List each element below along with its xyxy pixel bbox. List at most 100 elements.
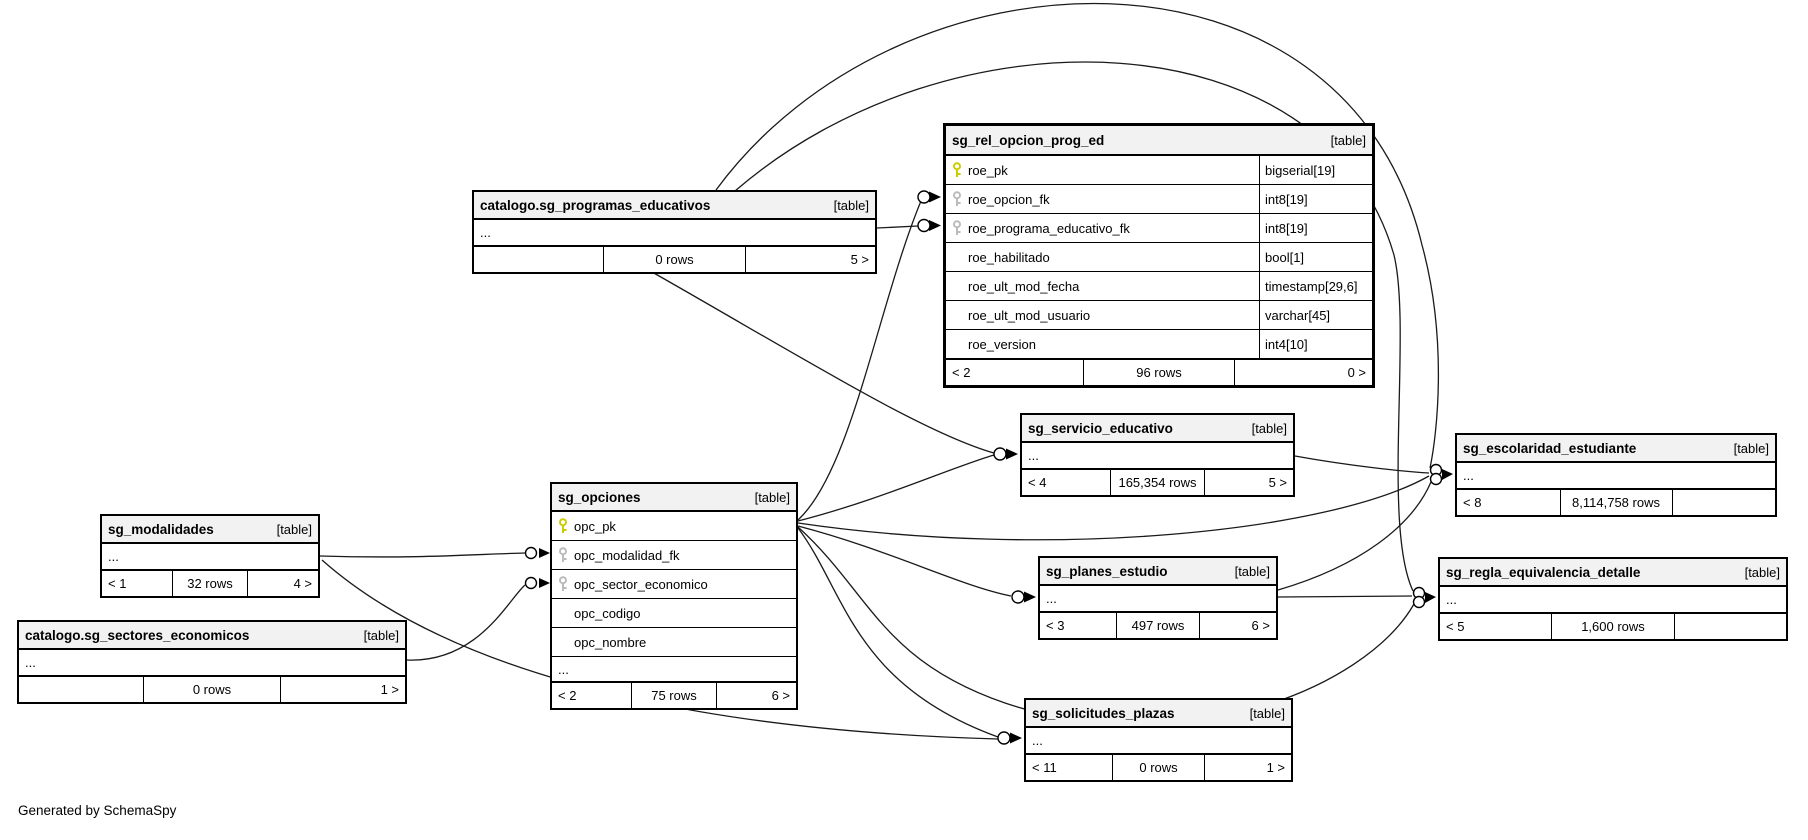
column-type: int8[19]	[1259, 185, 1372, 213]
column-type: bool[1]	[1259, 243, 1372, 271]
table-tag: [table]	[1330, 132, 1366, 148]
table-header[interactable]: sg_servicio_educativo [table]	[1022, 415, 1293, 443]
table-footer: < 8 8,114,758 rows	[1457, 489, 1775, 515]
edge-planes-to-regla	[1277, 595, 1413, 598]
edge-planes-to-escolaridad	[1277, 481, 1432, 591]
table-tag: [table]	[363, 627, 399, 643]
table-sg_regla_equivalencia_detalle[interactable]: sg_regla_equivalencia_detalle [table] ..…	[1438, 557, 1788, 641]
column-type: bigserial[19]	[1259, 156, 1372, 184]
edge-opciones-to-escolaridad	[797, 475, 1430, 541]
edge-opciones-to-servicio	[797, 454, 995, 522]
column-row: roe_version int4[10]	[946, 330, 1372, 359]
table-header[interactable]: sg_rel_opcion_prog_ed [table]	[946, 126, 1372, 156]
edge-opciones-to-rel	[797, 200, 922, 521]
table-header[interactable]: catalogo.sg_sectores_economicos [table]	[19, 622, 405, 650]
parents-count	[474, 247, 603, 272]
table-footer: < 2 75 rows 6 >	[552, 682, 796, 708]
column-row: roe_programa_educativo_fk int8[19]	[946, 214, 1372, 243]
primary-key-icon	[946, 162, 968, 178]
edge-servicio-to-escolaridad	[1294, 455, 1430, 474]
table-footer: < 5 1,600 rows	[1440, 613, 1786, 639]
table-sg_servicio_educativo[interactable]: sg_servicio_educativo [table] ... < 4 16…	[1020, 413, 1295, 497]
edge-sectores-to-opciones	[406, 584, 526, 661]
table-title[interactable]: catalogo.sg_sectores_economicos	[25, 627, 250, 643]
table-sg_planes_estudio[interactable]: sg_planes_estudio [table] ... < 3 497 ro…	[1038, 556, 1278, 640]
table-header[interactable]: sg_opciones [table]	[552, 484, 796, 512]
children-count: 6 >	[771, 688, 790, 703]
row-count: 165,354 rows	[1109, 470, 1206, 495]
table-catalogo-sg_programas_educativos[interactable]: catalogo.sg_programas_educativos [table]…	[472, 190, 877, 274]
foreign-key-icon	[552, 576, 574, 592]
column-name: roe_version	[968, 336, 1036, 352]
edge-opciones-to-solicitudes	[797, 527, 999, 738]
parents-count: < 2	[952, 365, 971, 380]
table-header[interactable]: sg_escolaridad_estudiante [table]	[1457, 435, 1775, 463]
children-count: 6 >	[1251, 618, 1270, 633]
table-title[interactable]: catalogo.sg_programas_educativos	[480, 197, 711, 213]
column-row: opc_sector_economico	[552, 570, 796, 599]
row-count: 96 rows	[1082, 360, 1236, 385]
table-header[interactable]: sg_solicitudes_plazas [table]	[1026, 700, 1291, 728]
table-title[interactable]: sg_regla_equivalencia_detalle	[1446, 564, 1641, 580]
table-tag: [table]	[1733, 440, 1769, 456]
table-header[interactable]: sg_planes_estudio [table]	[1040, 558, 1276, 586]
collapsed-columns-row: ...	[1022, 443, 1293, 469]
table-title[interactable]: sg_opciones	[558, 489, 641, 505]
table-tag: [table]	[754, 489, 790, 505]
column-row: roe_opcion_fk int8[19]	[946, 185, 1372, 214]
column-name: roe_pk	[968, 162, 1008, 178]
column-name: opc_codigo	[574, 605, 641, 621]
table-header[interactable]: catalogo.sg_programas_educativos [table]	[474, 192, 875, 220]
table-title[interactable]: sg_escolaridad_estudiante	[1463, 440, 1637, 456]
collapsed-columns-row: ...	[19, 650, 405, 676]
connector-servicio-dots	[993, 447, 1018, 461]
column-type: int4[10]	[1259, 330, 1372, 358]
row-count: 32 rows	[172, 571, 248, 596]
table-footer: < 2 96 rows 0 >	[946, 359, 1372, 385]
generated-by-note: Generated by SchemaSpy	[18, 803, 177, 818]
column-row: opc_modalidad_fk	[552, 541, 796, 570]
table-tag: [table]	[276, 521, 312, 537]
table-sg_opciones[interactable]: sg_opciones [table] opc_pk opc_modalidad…	[550, 482, 798, 710]
column-name: roe_ult_mod_fecha	[968, 278, 1080, 294]
parents-count: < 2	[558, 688, 577, 703]
table-header[interactable]: sg_modalidades [table]	[102, 516, 318, 544]
table-sg_solicitudes_plazas[interactable]: sg_solicitudes_plazas [table] ... < 11 0…	[1024, 698, 1293, 782]
edge-programas-to-servicio	[644, 267, 995, 454]
collapsed-columns-row: ...	[474, 220, 875, 246]
collapsed-columns-row: ...	[1026, 728, 1291, 754]
table-title[interactable]: sg_modalidades	[108, 521, 214, 537]
column-type: int8[19]	[1259, 214, 1372, 242]
connector-opc_modalidad_fk	[524, 546, 550, 560]
column-name: roe_programa_educativo_fk	[968, 220, 1130, 236]
connector-regla-dots	[1412, 586, 1436, 609]
table-tag: [table]	[833, 197, 869, 213]
edge-opciones-to-planes	[797, 525, 1012, 597]
table-tag: [table]	[1744, 564, 1780, 580]
children-count: 5 >	[1268, 475, 1288, 490]
table-catalogo-sg_sectores_economicos[interactable]: catalogo.sg_sectores_economicos [table] …	[17, 620, 407, 704]
column-row: opc_codigo	[552, 599, 796, 628]
table-title[interactable]: sg_servicio_educativo	[1028, 420, 1173, 436]
column-row: opc_nombre	[552, 628, 796, 657]
table-title[interactable]: sg_rel_opcion_prog_ed	[952, 132, 1105, 148]
connector-solicitudes-dots	[997, 731, 1022, 745]
table-title[interactable]: sg_planes_estudio	[1046, 563, 1168, 579]
table-sg_modalidades[interactable]: sg_modalidades [table] ... < 1 32 rows 4…	[100, 514, 320, 598]
foreign-key-icon	[552, 547, 574, 563]
primary-key-icon	[552, 518, 574, 534]
foreign-key-icon	[946, 220, 968, 236]
parents-count: < 5	[1446, 619, 1465, 634]
row-count: 0 rows	[602, 247, 747, 272]
table-footer: < 1 32 rows 4 >	[102, 570, 318, 596]
table-sg_rel_opcion_prog_ed[interactable]: sg_rel_opcion_prog_ed [table] roe_pk big…	[943, 123, 1375, 388]
foreign-key-icon	[946, 191, 968, 207]
column-row: roe_habilitado bool[1]	[946, 243, 1372, 272]
column-row: roe_pk bigserial[19]	[946, 156, 1372, 185]
table-sg_escolaridad_estudiante[interactable]: sg_escolaridad_estudiante [table] ... < …	[1455, 433, 1777, 517]
table-title[interactable]: sg_solicitudes_plazas	[1032, 705, 1175, 721]
table-header[interactable]: sg_regla_equivalencia_detalle [table]	[1440, 559, 1786, 587]
row-count: 8,114,758 rows	[1559, 490, 1673, 515]
